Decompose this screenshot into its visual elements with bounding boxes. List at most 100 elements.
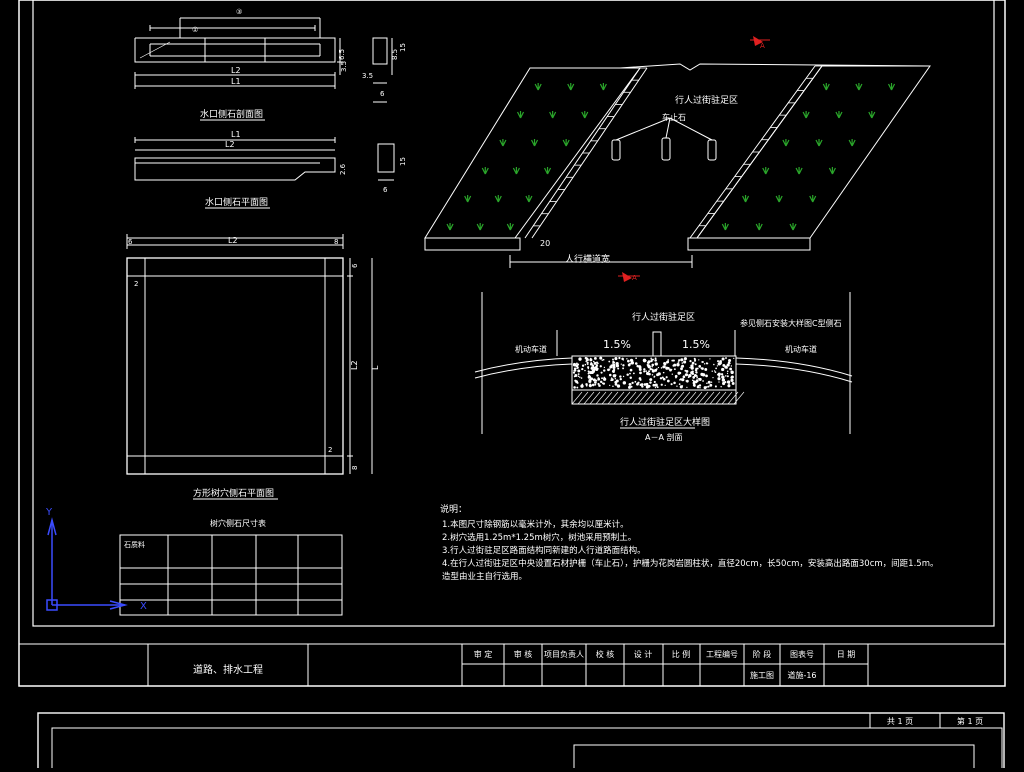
- aggregate-dot: [576, 386, 579, 389]
- grass-tuft: [562, 139, 570, 147]
- aggregate-dot: [627, 385, 631, 389]
- note-5: 造型由业主自行选用。: [442, 571, 527, 582]
- aggregate-dot: [622, 381, 627, 385]
- aggregate-dot: [573, 367, 577, 371]
- aggregate-dot: [576, 381, 579, 384]
- header-scale: 比 例: [672, 649, 691, 659]
- aggregate-dot: [587, 370, 590, 373]
- aggregate-dot: [637, 381, 640, 384]
- section-caption-sub: A－A 剖面: [645, 432, 683, 442]
- aggregate-dot: [684, 373, 688, 377]
- dim-20: 20: [540, 239, 550, 248]
- grass-tuft: [742, 195, 750, 203]
- header-sheet-no: 图表号: [790, 649, 814, 659]
- aggregate-dot: [638, 368, 642, 371]
- grass-tuft: [782, 139, 790, 147]
- aggregate-dot: [730, 371, 732, 373]
- aggregate-dot: [650, 357, 652, 360]
- aggregate-dot: [696, 375, 698, 377]
- callout-3: ③: [236, 8, 242, 16]
- aggregate-dot: [634, 362, 638, 365]
- aggregate-dot: [670, 383, 673, 386]
- aggregate-dot: [581, 383, 584, 386]
- section-marker-bottom-label: A: [632, 274, 637, 282]
- aggregate-dot: [581, 367, 584, 371]
- aggregate-dot: [673, 363, 677, 367]
- aggregate-dot: [651, 366, 653, 368]
- aggregate-dot: [575, 364, 579, 368]
- grass-tuft: [815, 139, 823, 147]
- aggregate-dot: [717, 377, 721, 381]
- aggregate-dot: [728, 383, 730, 386]
- aggregate-dot: [643, 368, 646, 371]
- drop-inlet-plan: [134, 137, 395, 181]
- tree-pit-title: 方形树穴侧石平面图: [193, 487, 274, 499]
- grass-tuft: [544, 167, 552, 175]
- aggregate-dot: [634, 380, 637, 383]
- aggregate-dot: [659, 377, 663, 380]
- grass-tuft: [446, 223, 454, 231]
- aggregate-dot: [719, 362, 722, 365]
- aggregate-dot: [588, 379, 592, 383]
- aggregate-dot: [650, 360, 653, 363]
- aggregate-dot: [612, 369, 615, 372]
- aggregate-hatch: [572, 356, 735, 390]
- hatch-line: [589, 391, 601, 405]
- grass-tuft: [534, 83, 542, 91]
- hatch-line: [673, 391, 685, 405]
- aggregate-dot: [713, 370, 716, 372]
- aggregate-dot: [572, 371, 576, 374]
- aggregate-dot: [635, 357, 637, 360]
- curb-joints: [533, 65, 822, 227]
- header-approve: 审 定: [474, 649, 493, 659]
- aggregate-dot: [588, 372, 590, 374]
- aggregate-dot: [665, 361, 669, 364]
- aggregate-dot: [661, 376, 664, 379]
- aggregate-dot: [656, 368, 658, 370]
- aggregate-dot: [622, 359, 624, 361]
- aggregate-dot: [614, 380, 618, 384]
- aggregate-dot: [597, 362, 599, 365]
- aggregate-dot: [594, 381, 597, 384]
- aggregate-dot: [577, 373, 580, 376]
- aggregate-dot: [601, 377, 603, 380]
- header-design: 设 计: [634, 649, 653, 659]
- aggregate-dot: [575, 362, 578, 365]
- aggregate-dot: [616, 384, 621, 388]
- grass-tuft: [506, 223, 514, 231]
- aggregate-dot: [696, 367, 699, 370]
- dim-35-bottom: 3.5: [362, 72, 373, 80]
- aggregate-dot: [700, 372, 704, 376]
- aggregate-dot: [686, 386, 688, 388]
- grass-tuft: [567, 83, 575, 91]
- aggregate-dot: [725, 357, 727, 360]
- page-number: 第 1 页: [957, 716, 983, 726]
- grass-tuft: [525, 195, 533, 203]
- aggregate-dot: [680, 367, 683, 371]
- hatch-line: [613, 391, 625, 405]
- aggregate-dot: [596, 367, 599, 370]
- grass-tuft: [835, 111, 843, 119]
- aggregate-dot: [649, 381, 652, 384]
- aggregate-dot: [656, 373, 660, 377]
- aggregate-dot: [664, 365, 666, 368]
- aggregate-dot: [573, 369, 576, 372]
- aggregate-dot: [607, 368, 610, 372]
- aggregate-dot: [590, 377, 594, 381]
- grass-tuft: [581, 111, 589, 119]
- aggregate-dot: [647, 385, 650, 388]
- hatch-line: [619, 391, 631, 405]
- aggregate-dot: [706, 362, 709, 365]
- aggregate-dot: [681, 362, 684, 364]
- dim-15-a: 15: [399, 43, 407, 52]
- aggregate-dot: [666, 379, 670, 383]
- aggregate-dot: [587, 366, 590, 369]
- aggregate-dot: [696, 385, 700, 389]
- aggregate-dot: [662, 377, 666, 381]
- dim-l2-b: L2: [225, 140, 235, 149]
- hatch-line: [595, 391, 607, 405]
- aggregate-dot: [617, 367, 620, 370]
- aggregate-dot: [587, 363, 589, 366]
- hatch-line: [637, 391, 649, 405]
